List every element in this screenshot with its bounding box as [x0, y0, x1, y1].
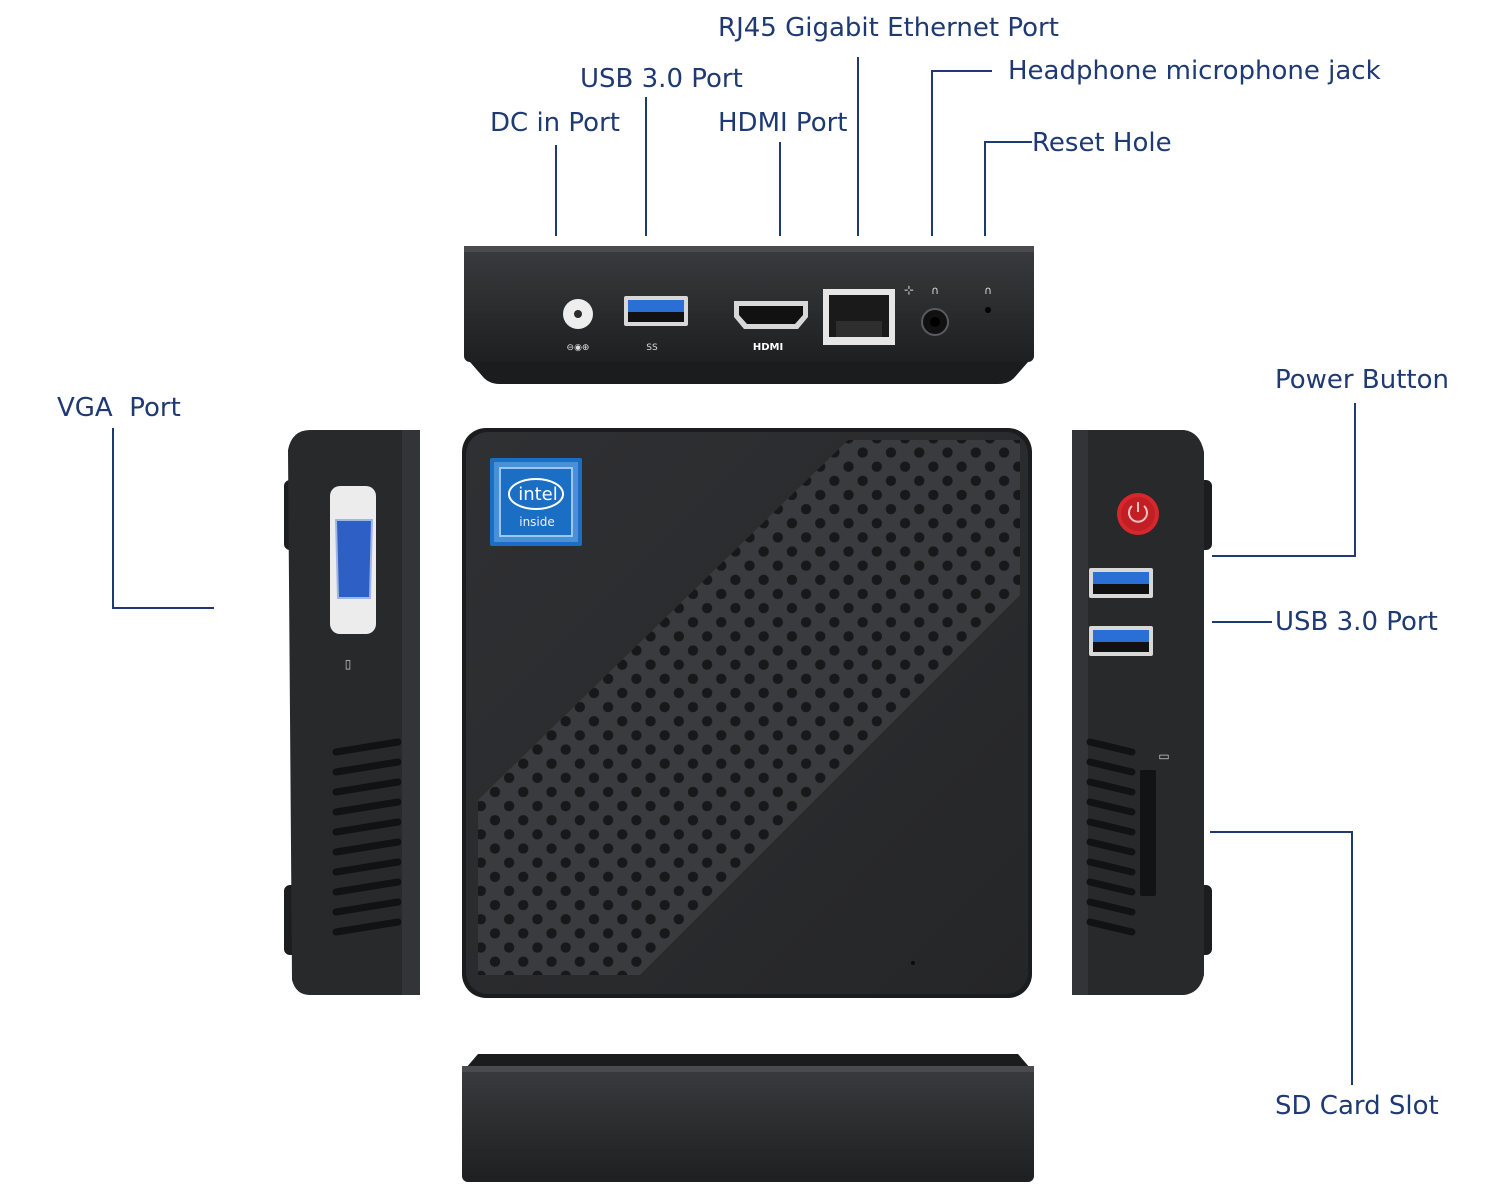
power-button-label: Power Button	[1275, 365, 1449, 395]
svg-text:⊹: ⊹	[904, 283, 914, 297]
power-button	[1117, 493, 1159, 535]
svg-text:⊖◉⊕: ⊖◉⊕	[567, 343, 590, 353]
usb-port-right-1	[1089, 568, 1153, 598]
usb-port-right-2	[1089, 626, 1153, 656]
usb-top-port-label: USB 3.0 Port	[580, 64, 743, 94]
sd-card-slot-label: SD Card Slot	[1275, 1091, 1439, 1121]
headphone-jack-label: Headphone microphone jack	[1008, 56, 1381, 86]
sd-leader	[1210, 831, 1353, 1085]
front-view	[462, 1054, 1034, 1182]
rj45-port: ⊹	[823, 283, 914, 345]
power-leader	[1212, 403, 1356, 557]
vga-port-label: VGA Port	[57, 393, 181, 423]
intel-logo-text: intel	[518, 484, 558, 505]
svg-text:▭: ▭	[1158, 749, 1169, 763]
vga-leader	[112, 428, 214, 609]
headphone-jack: ∩	[921, 284, 949, 336]
rj45-port-label: RJ45 Gigabit Ethernet Port	[718, 13, 1059, 43]
intel-logo-subtext: inside	[519, 515, 555, 529]
reset-hole-label: Reset Hole	[1032, 128, 1172, 158]
right-vent-slots	[1086, 738, 1136, 936]
reset-hole: ∩	[984, 284, 992, 313]
hdmi-port-label: HDMI Port	[718, 108, 848, 138]
left-side-view: ▯	[284, 430, 420, 995]
usb-mark-rear: SS	[646, 343, 658, 353]
svg-text:∩: ∩	[931, 284, 939, 297]
vga-port: ▯	[330, 486, 376, 671]
left-vent-slots	[332, 738, 402, 936]
dc-in-port-label: DC in Port	[490, 108, 620, 138]
svg-text:∩: ∩	[984, 284, 992, 297]
svg-text:▯: ▯	[345, 657, 352, 671]
status-led	[911, 961, 915, 965]
rear-view: ⊖◉⊕ SS HDMI ⊹ ∩ ∩	[464, 246, 1034, 384]
leader-lines	[112, 57, 1356, 1085]
usb-port-rear: SS	[624, 296, 688, 353]
hdmi-port: HDMI	[734, 301, 808, 353]
usb-right-port-label: USB 3.0 Port	[1275, 607, 1438, 637]
hdmi-mark: HDMI	[753, 342, 783, 353]
reset-leader	[984, 141, 1032, 236]
dc-in-port: ⊖◉⊕	[563, 299, 593, 353]
sd-card-slot: ▭	[1140, 749, 1170, 896]
right-side-view: ▭	[1072, 430, 1212, 995]
top-face: intel inside	[462, 428, 1032, 998]
headphone-leader	[931, 70, 992, 236]
intel-inside-logo: intel inside	[490, 458, 582, 546]
